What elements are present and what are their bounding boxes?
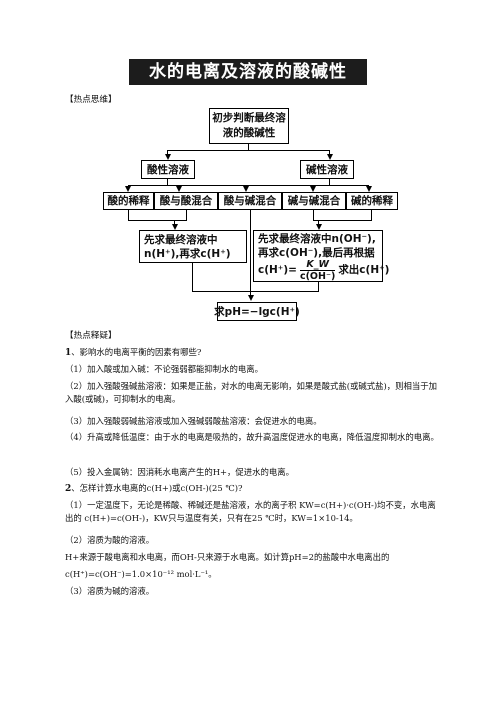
connector	[248, 144, 250, 151]
paragraph: H+来源于酸电离和水电离，而OH-只来源于水电离。如计算pH=2的盐酸中水电离出…	[65, 552, 390, 562]
arrow-head	[176, 186, 182, 192]
connector	[128, 220, 187, 222]
paragraph: （2）溶质为酸的溶液。	[65, 535, 155, 545]
connector	[192, 291, 319, 293]
arrow-head	[310, 186, 316, 192]
arrow-head	[315, 224, 322, 230]
flow-box-acid-acid-mix: 酸与酸混合	[154, 192, 218, 210]
connector	[167, 150, 330, 152]
connector	[167, 179, 169, 186]
kw-fraction-denominator: c(OH⁻)	[299, 270, 336, 282]
connector	[128, 185, 246, 187]
paragraph: （1）一定温度下，无论是稀酸、稀碱还是盐溶液，水的离子积 KW=c(H+)·c(…	[65, 500, 436, 523]
flow-box-right-result: 先求最终溶液中n(OH⁻), 再求c(OH⁻),最后再根据 c(H⁺)= K_W…	[253, 230, 389, 282]
arrow-head	[164, 154, 171, 160]
connector	[186, 210, 188, 221]
question-2-heading: 2、怎样计算水电离的c(H+)或c(OH-)(25 ℃)?	[65, 482, 439, 496]
connector	[246, 185, 369, 187]
arrow-head	[125, 186, 131, 192]
paragraph: （5）投入金属钠：因消耗水电离产生的H+，促进水的电离。	[65, 467, 295, 477]
question-1-title: 、影响水的电离平衡的因素有哪些?	[71, 347, 202, 357]
arrow-head	[247, 295, 254, 301]
arrow-head	[326, 154, 333, 160]
page-title: 水的电离及溶液的酸碱性	[129, 59, 367, 85]
right-result-line3: c(H⁺)= K_W c(OH⁻) 求出c(H⁺)	[258, 259, 389, 282]
paragraph: （1）加入酸或加入碱：不论强弱都能抑制水的电离。	[65, 364, 263, 374]
right-result-prefix: c(H⁺)=	[258, 264, 297, 276]
arrow-head	[171, 224, 178, 230]
connector	[313, 220, 372, 222]
connector	[318, 282, 320, 292]
connector	[250, 210, 252, 292]
paragraph: （3）溶质为碱的溶液。	[65, 586, 155, 596]
question-1-number: 1	[65, 348, 72, 358]
question-1-heading: 1、影响水的电离平衡的因素有哪些?	[65, 346, 439, 360]
flow-box-final-ph: 求pH=−lgc(H⁺)	[214, 302, 300, 321]
hot-explain-label: 【热点释疑】	[65, 331, 117, 341]
connector	[329, 179, 331, 186]
arrow-head	[366, 186, 372, 192]
connector	[128, 210, 130, 221]
question-2-title: 、怎样计算水电离的c(H+)或c(OH-)(25 ℃)?	[71, 483, 243, 493]
connector	[313, 210, 315, 221]
connector	[174, 220, 176, 224]
connector	[329, 150, 331, 155]
arrow-head	[243, 186, 249, 192]
connector	[318, 220, 320, 224]
paragraph: （3）加入强酸弱碱盐溶液或加入强碱弱酸盐溶液：会促进水的电离。	[65, 416, 322, 426]
paragraph: （4）升高或降低温度：由于水的电离是吸热的，故升高温度促进水的电离，降低温度抑制…	[65, 432, 439, 442]
flow-box-acid-dilution: 酸的稀释	[103, 192, 154, 210]
connector	[371, 210, 373, 221]
flow-box-base-dilution: 碱的稀释	[346, 192, 398, 210]
kw-fraction: K_W c(OH⁻)	[299, 259, 336, 282]
question-2-number: 2	[65, 484, 72, 494]
hot-thinking-label: 【热点思维】	[65, 95, 117, 105]
connector	[250, 291, 252, 295]
flow-box-base-base-mix: 碱与碱混合	[282, 192, 346, 210]
right-result-line2: 再求c(OH⁻),最后再根据	[258, 247, 375, 259]
right-result-line1: 先求最终溶液中n(OH⁻),	[258, 233, 376, 245]
flow-box-initial-judgement: 初步判断最终溶液的酸碱性	[209, 108, 289, 144]
flow-box-left-result: 先求最终溶液中 n(H⁺),再求c(H⁺)	[139, 230, 247, 263]
flow-box-acidic: 酸性溶液	[141, 160, 195, 179]
right-result-suffix: 求出c(H⁺)	[338, 264, 390, 276]
left-result-line1: 先求最终溶液中	[144, 234, 218, 246]
paragraph: （2）加入强酸强碱盐溶液：如果是正盐，对水的电离无影响，如果是酸式盐(或碱式盐)…	[65, 381, 437, 404]
connector	[192, 263, 194, 292]
paragraph: c(H⁺)=c(OH⁻)=1.0×10⁻¹² mol·L⁻¹。	[65, 569, 217, 579]
connector	[167, 150, 169, 155]
flow-box-acid-base-mix: 酸与碱混合	[218, 192, 282, 210]
kw-fraction-numerator: K_W	[299, 259, 336, 271]
flow-box-basic: 碱性溶液	[300, 160, 354, 179]
left-result-line2: n(H⁺),再求c(H⁺)	[144, 248, 231, 260]
